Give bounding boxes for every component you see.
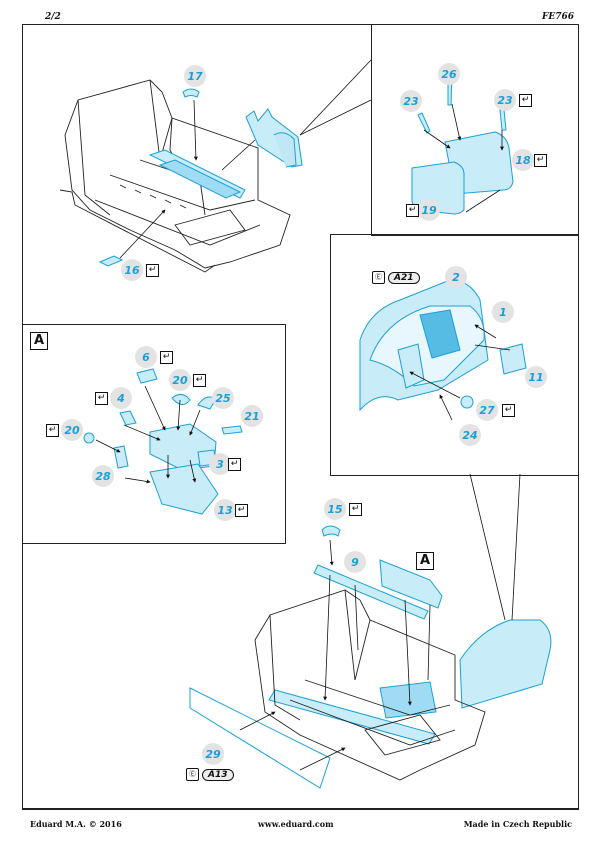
part-11: 11 (525, 366, 547, 388)
detail-box-instrument-panel (330, 234, 579, 476)
part-20-upper: 20 (169, 369, 191, 391)
part-28: 28 (92, 465, 114, 487)
detail-box-a (22, 324, 286, 544)
part-24: 24 (459, 424, 481, 446)
page-number: 2/2 (45, 12, 61, 22)
part-4: 4 (110, 387, 132, 409)
part-13: 13 (214, 499, 236, 521)
check-icon: ↵ (193, 374, 206, 387)
section-label-detail: A (30, 332, 49, 350)
section-label-main: A (416, 552, 435, 570)
check-icon: ↵ (46, 424, 59, 437)
part-20-left: 20 (61, 419, 83, 441)
footer-rule (22, 808, 578, 809)
part-17: 17 (184, 65, 206, 87)
check-icon: ↵ (228, 458, 241, 471)
product-code: FE766 (541, 12, 574, 22)
footer-origin: Made in Czech Republic (463, 819, 572, 829)
ref-a21: Ⓔ A21 (372, 271, 420, 284)
ref-code: A21 (388, 271, 420, 284)
part-16: 16 (121, 259, 143, 281)
check-icon: ↵ (146, 264, 159, 277)
part-19: 19 (418, 199, 440, 221)
part-6: 6 (135, 346, 157, 368)
part-15: 15 (324, 498, 346, 520)
part-3: 3 (209, 453, 231, 475)
check-icon: ↵ (95, 392, 108, 405)
check-icon: ↵ (349, 503, 362, 516)
etch-ref-icon: Ⓔ (372, 271, 385, 284)
part-23-right: 23 (494, 89, 516, 111)
ref-a13: Ⓔ A13 (186, 768, 234, 781)
part-9: 9 (344, 551, 366, 573)
part-23-left: 23 (400, 90, 422, 112)
footer-url: www.eduard.com (258, 819, 334, 829)
part-2: 2 (445, 266, 467, 288)
detail-box-top-right (371, 24, 579, 236)
check-icon: ↵ (406, 204, 419, 217)
ref-code: A13 (202, 768, 234, 781)
check-icon: ↵ (502, 404, 515, 417)
check-icon: ↵ (235, 504, 248, 517)
part-26: 26 (438, 63, 460, 85)
part-1: 1 (492, 301, 514, 323)
etch-ref-icon: Ⓔ (186, 768, 199, 781)
part-27: 27 (476, 399, 498, 421)
check-icon: ↵ (519, 94, 532, 107)
check-icon: ↵ (160, 351, 173, 364)
footer-copyright: Eduard M.A. © 2016 (30, 819, 122, 829)
part-29: 29 (202, 743, 224, 765)
part-21: 21 (241, 405, 263, 427)
part-25: 25 (212, 387, 234, 409)
check-icon: ↵ (534, 154, 547, 167)
part-18: 18 (512, 149, 534, 171)
